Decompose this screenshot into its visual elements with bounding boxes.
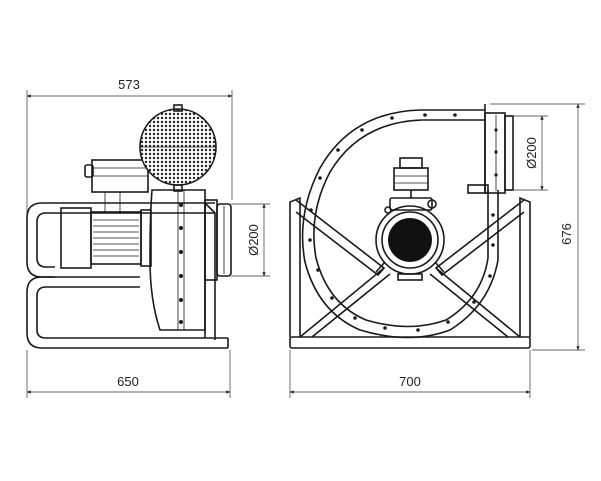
front-inlet — [375, 157, 445, 281]
side-top-dimension: 573 — [26, 77, 233, 215]
side-mesh-guard — [139, 104, 217, 192]
front-width-dimension: 700 — [289, 350, 531, 398]
front-height-dimension: 676 — [490, 103, 585, 351]
side-view: 573 — [26, 77, 270, 398]
side-top-dimension-label: 573 — [118, 77, 140, 92]
front-outlet-flange — [467, 112, 514, 194]
side-motor — [60, 159, 152, 269]
side-fan-housing — [149, 189, 232, 331]
side-bottom-dimension-label: 650 — [117, 374, 139, 389]
front-outlet-dimension: Ø200 — [513, 115, 548, 191]
side-bottom-dimension: 650 — [26, 350, 231, 398]
front-width-dimension-label: 700 — [399, 374, 421, 389]
front-height-dimension-label: 676 — [559, 223, 574, 245]
front-outlet-dimension-label: Ø200 — [524, 137, 539, 169]
side-tube-frame — [26, 202, 229, 349]
side-outlet-dimension: Ø200 — [231, 203, 270, 277]
side-outlet-dimension-label: Ø200 — [246, 224, 261, 256]
front-view: Ø200 676 700 — [289, 103, 585, 398]
front-triangle-frame — [289, 196, 531, 349]
